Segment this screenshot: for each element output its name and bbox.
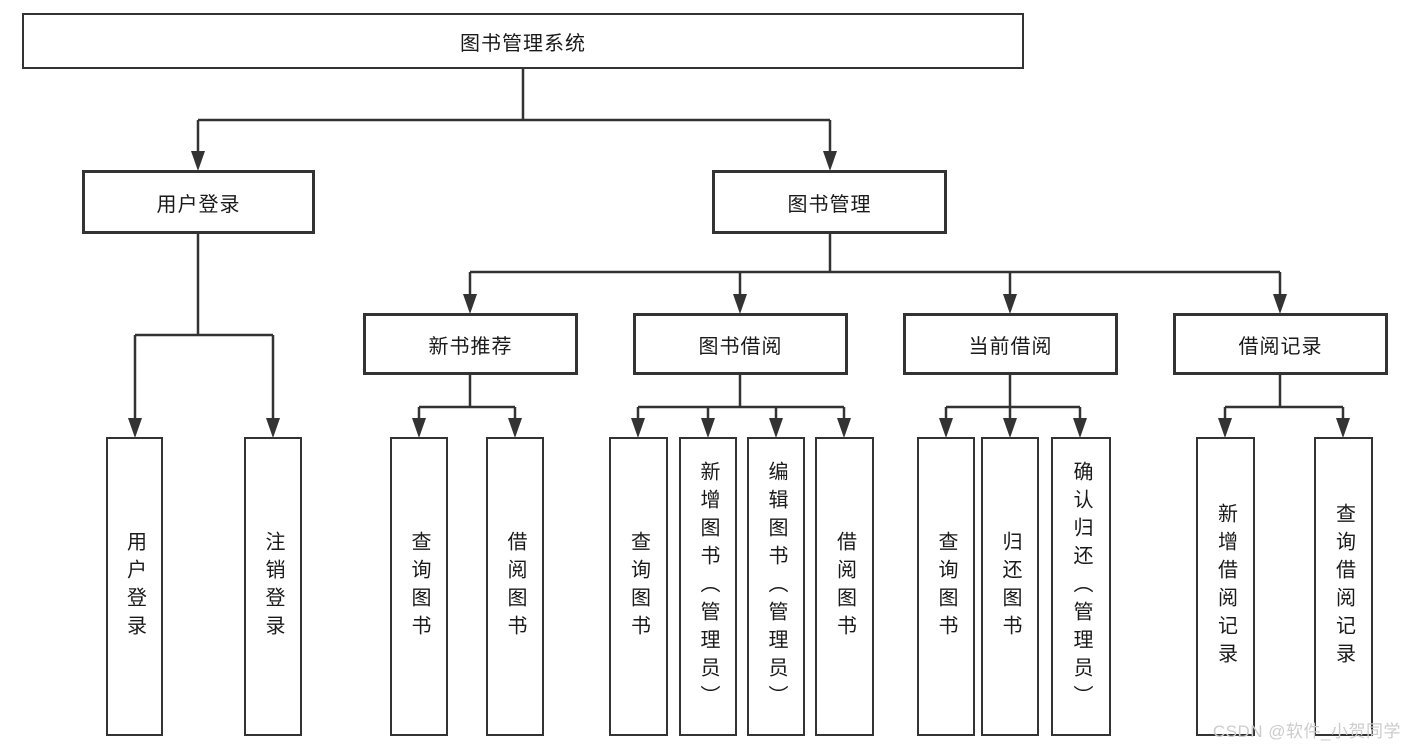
leaf-add-book-admin-label: 新增图书（管理员） xyxy=(697,460,719,713)
leaf-borrow-books: 借阅图书 xyxy=(815,437,874,736)
leaf-add-borrow-record: 新增借阅记录 xyxy=(1196,437,1255,736)
leaf-confirm-return-admin-label: 确认归还（管理员） xyxy=(1070,460,1092,713)
leaf-user-login: 用户登录 xyxy=(106,437,163,736)
leaf-return-books: 归还图书 xyxy=(981,437,1039,736)
node-borrowing-records: 借阅记录 xyxy=(1173,313,1388,375)
node-book-borrowing: 图书借阅 xyxy=(633,313,848,375)
leaf-confirm-return-admin: 确认归还（管理员） xyxy=(1051,437,1111,736)
leaf-user-login-label: 用户登录 xyxy=(123,530,146,643)
leaf-query-books-current: 查询图书 xyxy=(917,437,975,736)
node-book-management: 图书管理 xyxy=(712,170,947,234)
leaf-query-books-borrowing: 查询图书 xyxy=(609,437,668,736)
leaf-borrow-books-label: 借阅图书 xyxy=(833,530,856,643)
leaf-query-borrow-record-label: 查询借阅记录 xyxy=(1332,502,1355,671)
leaf-query-borrow-record: 查询借阅记录 xyxy=(1314,437,1373,736)
leaf-borrow-books-recommend: 借阅图书 xyxy=(486,437,544,736)
leaf-query-books-borrowing-label: 查询图书 xyxy=(627,530,650,643)
leaf-add-book-admin: 新增图书（管理员） xyxy=(679,437,737,736)
leaf-edit-book-admin: 编辑图书（管理员） xyxy=(747,437,805,736)
node-library-system: 图书管理系统 xyxy=(22,13,1024,69)
node-user-login: 用户登录 xyxy=(82,170,315,234)
leaf-add-borrow-record-label: 新增借阅记录 xyxy=(1214,502,1237,671)
leaf-query-books-recommend: 查询图书 xyxy=(390,437,448,736)
leaf-borrow-books-recommend-label: 借阅图书 xyxy=(504,530,526,643)
node-current-borrowing: 当前借阅 xyxy=(903,313,1118,375)
leaf-edit-book-admin-label: 编辑图书（管理员） xyxy=(765,460,787,713)
leaf-return-books-label: 归还图书 xyxy=(999,530,1021,643)
node-new-book-recommend: 新书推荐 xyxy=(363,313,578,375)
leaf-query-books-current-label: 查询图书 xyxy=(935,530,957,643)
leaf-logout: 注销登录 xyxy=(244,437,302,736)
leaf-logout-label: 注销登录 xyxy=(262,530,284,643)
csdn-watermark: CSDN @软件_小贺同学 xyxy=(1212,722,1401,741)
leaf-query-books-recommend-label: 查询图书 xyxy=(408,530,430,643)
